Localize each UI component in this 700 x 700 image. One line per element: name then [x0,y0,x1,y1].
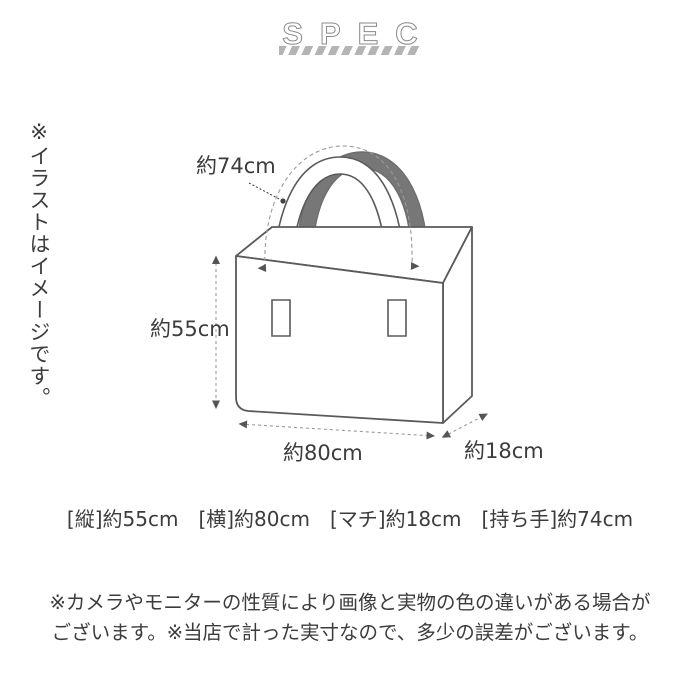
handle-front [271,156,407,337]
bag-handles [271,151,429,337]
dim-depth-line [441,413,488,438]
illustration-disclaimer-vertical: ※イラストはイメージです。 [27,120,51,409]
page-title-block: SPEC [0,16,700,51]
handle-strap-right [387,299,407,337]
dimension-label-width: 約80cm [283,441,363,465]
dimension-label-depth: 約18cm [464,439,544,463]
dim-handle-leader [248,182,282,201]
dim-handle-arc [257,145,420,272]
dimension-lines [212,145,488,440]
handle-strap-left [271,299,291,337]
disclaimer-line-2: ございます。※当店で計った実寸なので、多少の誤差がございます。 [51,621,649,645]
bag-side-face [442,226,473,424]
dim-handle-leader-dot [280,198,286,204]
dim-width-line [238,420,435,440]
title-stripe-decoration [279,46,421,55]
bag-top-face [235,226,473,284]
spec-summary-line: [縦]約55cm [横]約80cm [マチ]約18cm [持ち手]約74cm [66,507,634,531]
page-title: SPEC [282,16,435,51]
disclaimer-line-1: ※カメラやモニターの性質により画像と実物の色の違いがある場合が [49,591,651,614]
dimension-label-handle: 約74cm [196,154,276,178]
handle-rear [295,151,429,301]
bag-body [235,226,473,424]
bag-front-face [235,255,444,424]
dimension-label-height: 約55cm [150,317,230,341]
footer-disclaimer: ※カメラやモニターの性質により画像と実物の色の違いがある場合が ございます。※当… [0,588,700,648]
handle-straps-front [271,299,407,337]
